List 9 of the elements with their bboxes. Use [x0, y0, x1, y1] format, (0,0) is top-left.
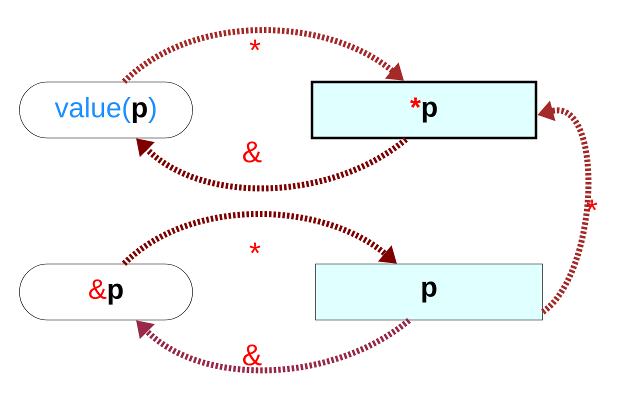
edge-label: * — [250, 242, 260, 254]
edge-label: * — [250, 40, 260, 50]
edge-label: & — [243, 344, 262, 366]
rounded-box: &p — [19, 264, 193, 320]
memory-box: *p — [310, 80, 538, 140]
rounded-box: value(p) — [19, 82, 193, 138]
memory-box: p — [315, 264, 543, 320]
edge-label: & — [243, 141, 262, 163]
edge-label: * — [586, 200, 598, 210]
